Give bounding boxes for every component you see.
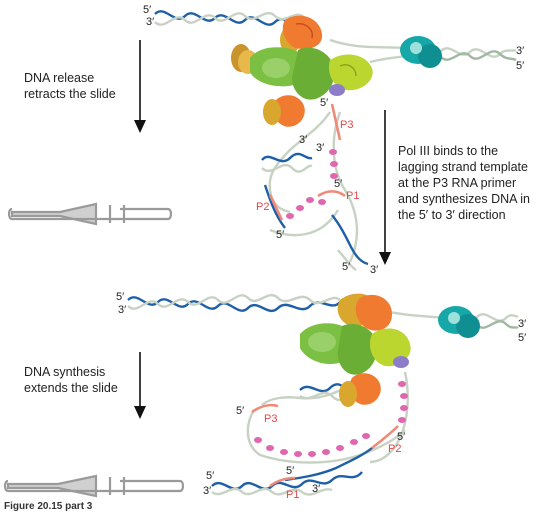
- top-label-5-p1: 5′: [334, 178, 342, 190]
- top-label-p2: P2: [256, 201, 269, 213]
- top-template-strand: [330, 40, 405, 48]
- top-left-arrow: [134, 40, 146, 133]
- top-duplex-right: [440, 48, 516, 60]
- bottom-label-5-p3: 5′: [236, 405, 244, 417]
- top-label-5-bottom: 5′: [342, 261, 350, 273]
- bottom-label-5-p2: 5′: [397, 431, 405, 443]
- bottom-label-p1: P1: [286, 489, 299, 501]
- top-label-p1: P1: [346, 190, 359, 202]
- bottom-primer-p1: [270, 478, 295, 486]
- top-label-5-pol: 5′: [320, 97, 328, 109]
- caption-dna-release-line1: DNA release: [24, 70, 134, 86]
- top-label-3-left: 3′: [146, 16, 154, 28]
- bottom-label-p2: P2: [388, 443, 401, 455]
- caption-dna-release-line2: retracts the slide: [24, 86, 134, 102]
- top-label-3-p3: 3′: [316, 142, 324, 154]
- top-template-strand-2: [370, 56, 405, 62]
- caption-pol-iii: Pol III binds to the lagging strand temp…: [398, 143, 541, 223]
- top-label-5-p2: 5′: [276, 229, 284, 241]
- bottom-label-3-p1: 3′: [312, 483, 320, 495]
- trombone-icon: [9, 204, 171, 224]
- bottom-label-p3: P3: [264, 413, 277, 425]
- top-duplex-left: [155, 11, 305, 26]
- bottom-label-5-p1: 5′: [286, 465, 294, 477]
- bottom-primer-p3: [252, 405, 278, 412]
- caption-dna-synthesis-line1: DNA synthesis: [24, 364, 144, 380]
- bottom-label-3-lower-left: 3′: [203, 485, 211, 497]
- bottom-lagging-loop: [248, 372, 408, 480]
- caption-pol-iii-line4: and synthesizes DNA in: [398, 191, 541, 207]
- top-label-3-loop: 3′: [299, 134, 307, 146]
- caption-dna-synthesis-line2: extends the slide: [24, 380, 144, 396]
- top-replisome: [231, 16, 373, 127]
- top-primer-p3: [332, 104, 340, 140]
- top-ssb-beads: [286, 149, 338, 219]
- caption-pol-iii-line3: at the P3 RNA primer: [398, 175, 541, 191]
- bottom-label-5-lower-left: 5′: [206, 470, 214, 482]
- top-panel: 5′ 3′ 3′ 5′ 5′ 3′ 3′ P3 5′ P1 P2 5′ 5′ 3…: [9, 4, 524, 276]
- bottom-duplex-left: [128, 295, 340, 311]
- bottom-panel: 5′ 3′ 3′ 5′ 5′ P3 5′ P2 5′ 3′ 5′ P1 3′: [5, 291, 526, 501]
- trombone-icon-extended: [5, 476, 183, 496]
- top-label-5-right: 5′: [516, 60, 524, 72]
- caption-dna-release: DNA release retracts the slide: [24, 70, 134, 102]
- bottom-label-5-right: 5′: [518, 332, 526, 344]
- bottom-label-3-right: 3′: [518, 318, 526, 330]
- caption-dna-synthesis: DNA synthesis extends the slide: [24, 364, 144, 396]
- top-label-3-right: 3′: [516, 45, 524, 57]
- top-label-3-bottom: 3′: [370, 264, 378, 276]
- bottom-label-5-left: 5′: [116, 291, 124, 303]
- caption-pol-iii-line1: Pol III binds to the: [398, 143, 541, 159]
- bottom-duplex-right: [476, 314, 518, 328]
- top-right-arrow: [379, 110, 391, 265]
- bottom-label-3-left: 3′: [118, 304, 126, 316]
- top-primer-p1: [318, 191, 345, 196]
- top-helicase: [400, 36, 442, 68]
- caption-pol-iii-line5: the 5′ to 3′ direction: [398, 207, 541, 223]
- figure-caption: Figure 20.15 part 3: [4, 501, 92, 512]
- top-label-5-left: 5′: [143, 4, 151, 16]
- caption-pol-iii-line2: lagging strand template: [398, 159, 541, 175]
- top-label-p3: P3: [340, 119, 353, 131]
- bottom-helicase: [438, 306, 480, 338]
